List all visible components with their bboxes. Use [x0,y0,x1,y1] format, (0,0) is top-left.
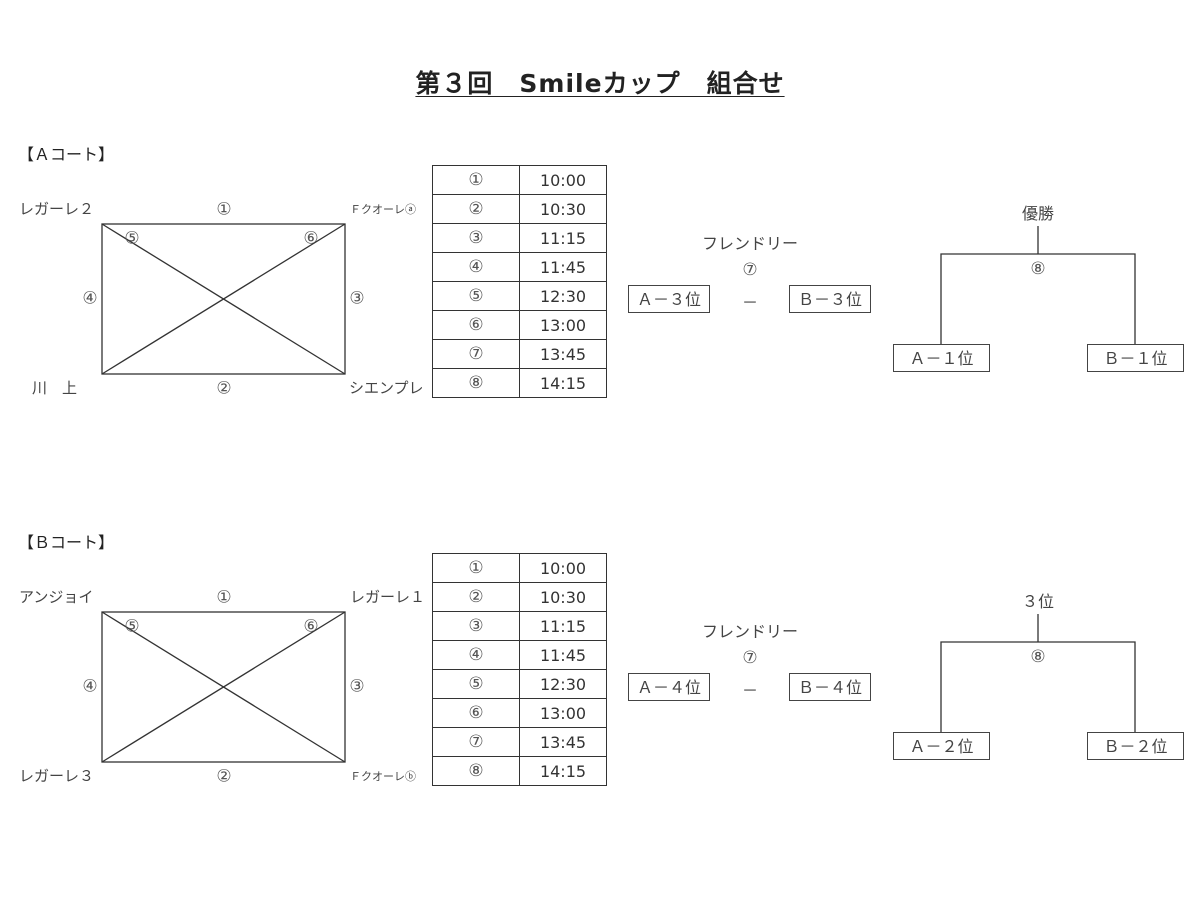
court-a-match-right: ③ [349,288,365,309]
match-time: 13:45 [519,339,607,369]
court-a-match-diag-left: ⑤ [124,228,140,249]
match-number: ③ [432,223,520,253]
court-b-friendly-match-number: ⑦ [742,648,758,668]
match-number: ② [432,194,520,224]
match-number: ④ [432,640,520,670]
match-number: ⑥ [432,310,520,340]
court-a-friendly-left-box: Ａ－３位 [628,285,710,313]
court-a-friendly-match-number: ⑦ [742,260,758,280]
court-a-team-top-left: レガーレ２ [19,200,95,218]
court-b-bracket-match-number: ⑧ [1030,647,1046,667]
court-a-friendly-dash: － [741,293,759,312]
court-b-bracket-left-box: Ａ－２位 [893,732,990,760]
court-a-friendly-title: フレンドリー [701,234,799,253]
match-number: ⑧ [432,756,520,786]
court-a-bracket-match-number: ⑧ [1030,259,1046,279]
court-b-friendly-title: フレンドリー [701,622,799,641]
court-a-friendly-right-box: Ｂ－３位 [789,285,871,313]
match-time: 11:45 [519,640,607,670]
court-b-team-top-right: レガーレ１ [350,588,426,606]
match-time: 12:30 [519,281,607,311]
court-a-match-diag-right: ⑥ [303,228,319,249]
court-b-match-diag-left: ⑤ [124,616,140,637]
court-a-team-bottom-right: シエンプレ [349,379,424,397]
court-b-bracket-right-box: Ｂ－２位 [1087,732,1184,760]
match-time: 14:15 [519,368,607,398]
page-title: 第３回 Smileカップ 組合せ [415,69,785,98]
match-time: 12:30 [519,669,607,699]
match-time: 10:30 [519,582,607,612]
match-time: 11:15 [519,611,607,641]
match-time: 13:00 [519,698,607,728]
court-b-label: 【Ｂコート】 [18,533,115,552]
court-b-bracket-title: ３位 [1021,592,1055,611]
match-number: ⑥ [432,698,520,728]
court-a-bracket-left-box: Ａ－１位 [893,344,990,372]
court-a-team-top-right: Ｆクオーレⓐ [350,203,416,216]
match-number: ③ [432,611,520,641]
court-b-match-top: ① [216,587,232,608]
court-b-team-bottom-right: Ｆクオーレⓑ [350,770,416,783]
court-a-bracket-right-box: Ｂ－１位 [1087,344,1184,372]
court-b-match-diag-right: ⑥ [303,616,319,637]
court-b-team-top-left: アンジョイ [19,588,94,606]
court-b-match-bottom: ② [216,766,232,787]
match-time: 10:00 [519,165,607,195]
match-time: 11:15 [519,223,607,253]
court-b-friendly-dash: － [741,681,759,700]
court-a-match-top: ① [216,199,232,220]
court-a-bracket-title: 優勝 [1021,204,1055,223]
match-time: 13:00 [519,310,607,340]
court-b-friendly-right-box: Ｂ－４位 [789,673,871,701]
court-a-match-bottom: ② [216,378,232,399]
match-time: 10:30 [519,194,607,224]
match-time: 14:15 [519,756,607,786]
match-time: 11:45 [519,252,607,282]
match-number: ⑦ [432,339,520,369]
match-number: ⑦ [432,727,520,757]
match-time: 13:45 [519,727,607,757]
court-b-team-bottom-left: レガーレ３ [19,767,95,785]
court-a-rectangle [101,223,346,375]
match-number: ② [432,582,520,612]
match-number: ① [432,165,520,195]
match-number: ① [432,553,520,583]
court-a-team-bottom-left: 川 上 [32,379,78,397]
court-a-match-left: ④ [82,288,98,309]
match-number: ⑤ [432,669,520,699]
court-b-match-right: ③ [349,676,365,697]
match-number: ⑧ [432,368,520,398]
court-b-rectangle [101,611,346,763]
court-b-diagonal-2 [101,611,346,763]
match-number: ④ [432,252,520,282]
court-a-label: 【Ａコート】 [18,145,115,164]
match-time: 10:00 [519,553,607,583]
court-b-match-left: ④ [82,676,98,697]
court-b-friendly-left-box: Ａ－４位 [628,673,710,701]
court-a-diagonal-2 [101,223,346,375]
match-number: ⑤ [432,281,520,311]
